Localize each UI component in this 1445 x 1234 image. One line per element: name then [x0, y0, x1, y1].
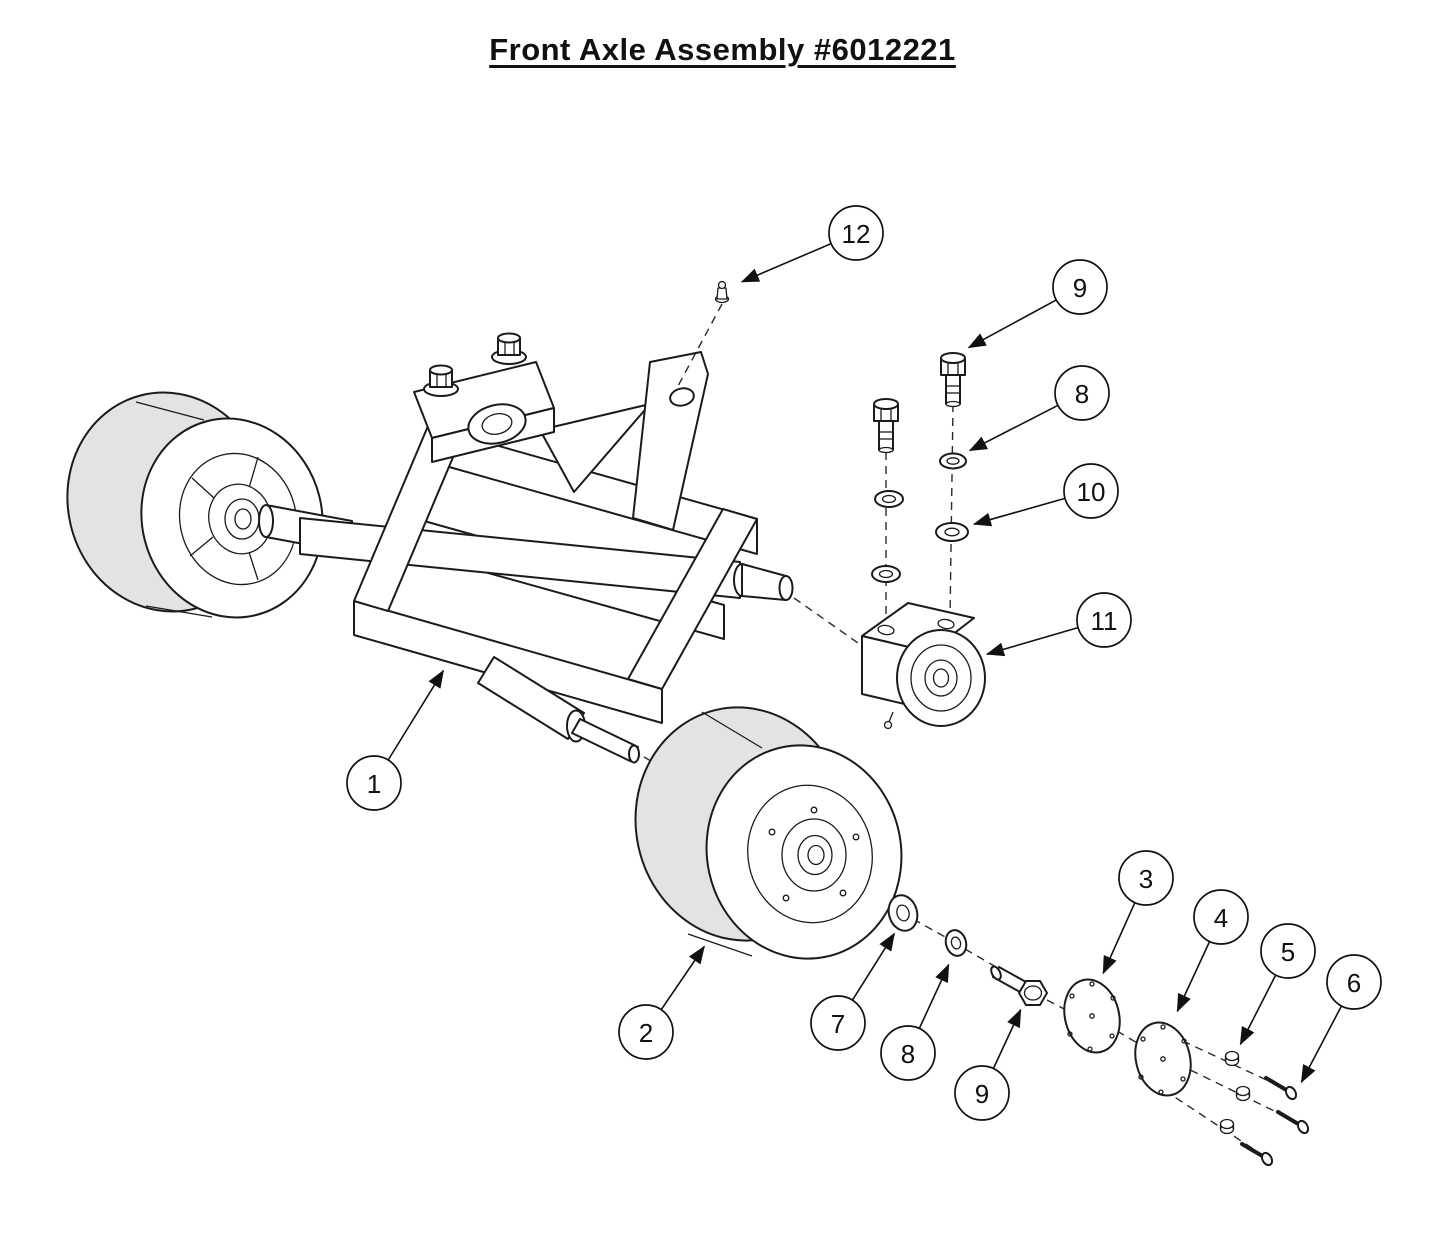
- callout-grease-fitting: 12: [740, 205, 884, 283]
- callout-front-wheel: 2: [618, 945, 705, 1060]
- callout-hub-lock-washer: 8: [880, 963, 950, 1081]
- cover-screw-3: [1240, 1142, 1274, 1167]
- callout-leader-arrow: [967, 299, 1057, 349]
- callout-leader-arrow: [1176, 941, 1211, 1013]
- rear-wheel: [66, 391, 324, 619]
- frame-bearing-block: [413, 361, 555, 463]
- hub-lock-washer: [944, 929, 968, 957]
- callout-number: 6: [1347, 968, 1361, 998]
- callout-bearing-bolt: 9: [967, 259, 1108, 349]
- front-wheel: [634, 706, 903, 960]
- callout-hub-flat-washer: 7: [810, 932, 896, 1051]
- bearing-bolt-right-exploded: [940, 352, 966, 408]
- callout-cover-plate-inner: 3: [1102, 850, 1174, 975]
- callout-leader-arrow: [387, 669, 445, 761]
- callout-balloon: [880, 1025, 936, 1081]
- callout-bearing-lock-washer: 8: [968, 365, 1110, 452]
- bearing-lock-washer: [939, 452, 967, 470]
- callout-leader-arrow: [968, 404, 1059, 452]
- callout-number: 2: [639, 1018, 653, 1048]
- cover-screw-1: [1264, 1076, 1298, 1101]
- pillow-bearing: [861, 602, 986, 730]
- callout-leader-arrow: [918, 963, 950, 1029]
- callout-frame: 1: [346, 669, 445, 811]
- callout-leader-arrow: [1239, 974, 1277, 1046]
- callout-cover-plate-outer: 4: [1176, 889, 1249, 1013]
- lug-nut-2: [1235, 1085, 1251, 1102]
- lug-nut-1: [1224, 1050, 1240, 1067]
- callout-number: 4: [1214, 903, 1228, 933]
- callout-number: 7: [831, 1009, 845, 1039]
- callout-balloon: [618, 1004, 674, 1060]
- callout-number: 11: [1091, 606, 1118, 636]
- callout-number: 9: [1073, 273, 1087, 303]
- callout-balloon: [1054, 365, 1110, 421]
- callout-balloon: [1193, 889, 1249, 945]
- callout-number: 8: [901, 1039, 915, 1069]
- callout-leader-arrow: [740, 242, 832, 283]
- callout-balloon: [954, 1065, 1010, 1121]
- callout-number: 9: [975, 1079, 989, 1109]
- callout-balloon: [1063, 463, 1119, 519]
- bearing-flat-washer: [935, 522, 969, 542]
- hitch-plate: [539, 351, 709, 531]
- callout-number: 8: [1075, 379, 1089, 409]
- lock-washer-left-lower: [871, 565, 901, 583]
- front-axle-stub: [477, 656, 640, 764]
- callout-hub-bolt: 9: [954, 1008, 1022, 1121]
- callout-balloon: [1326, 954, 1382, 1010]
- callout-balloon: [1260, 923, 1316, 979]
- callout-leader-arrow: [985, 626, 1079, 657]
- callout-number: 1: [367, 769, 381, 799]
- callout-balloon: [346, 755, 402, 811]
- callout-leader-arrow: [1102, 902, 1136, 975]
- callout-balloon: [1118, 850, 1174, 906]
- callout-leader-arrow: [1300, 1005, 1343, 1084]
- callout-balloon: [1052, 259, 1108, 315]
- callout-number: 12: [842, 219, 871, 249]
- callout-number: 10: [1077, 477, 1106, 507]
- callout-balloon: [1076, 592, 1132, 648]
- lock-washer-left-upper: [874, 490, 904, 508]
- bearing-mount-bolt-right: [491, 332, 527, 365]
- pivot-shaft-stub: [733, 563, 794, 601]
- bearing-bolt-left-exploded: [873, 398, 899, 454]
- page-title: Front Axle Assembly #6012221: [489, 32, 956, 67]
- bearing-mount-bolt-left: [423, 364, 459, 397]
- callout-balloon: [828, 205, 884, 261]
- grease-fitting: [714, 280, 730, 304]
- callout-leader-arrow: [851, 932, 896, 1001]
- callout-leader-arrow: [660, 945, 705, 1011]
- hub-bolt: [990, 965, 1048, 1006]
- cover-plate-inner: [1063, 978, 1121, 1054]
- callout-pillow-bearing: 11: [985, 592, 1132, 657]
- callout-number: 3: [1139, 864, 1153, 894]
- callout-balloon: [810, 995, 866, 1051]
- callout-leader-arrow: [972, 497, 1066, 527]
- callout-cover-screw: 6: [1300, 954, 1382, 1084]
- callout-bearing-flat-washer: 10: [972, 463, 1119, 527]
- hub-flat-washer: [887, 894, 919, 932]
- callout-lug-nut: 5: [1239, 923, 1316, 1046]
- callout-number: 5: [1281, 937, 1295, 967]
- cover-plate-outer: [1134, 1021, 1192, 1097]
- lug-nut-3: [1219, 1118, 1235, 1135]
- cover-screw-2: [1276, 1110, 1310, 1135]
- callout-leader-arrow: [992, 1008, 1022, 1069]
